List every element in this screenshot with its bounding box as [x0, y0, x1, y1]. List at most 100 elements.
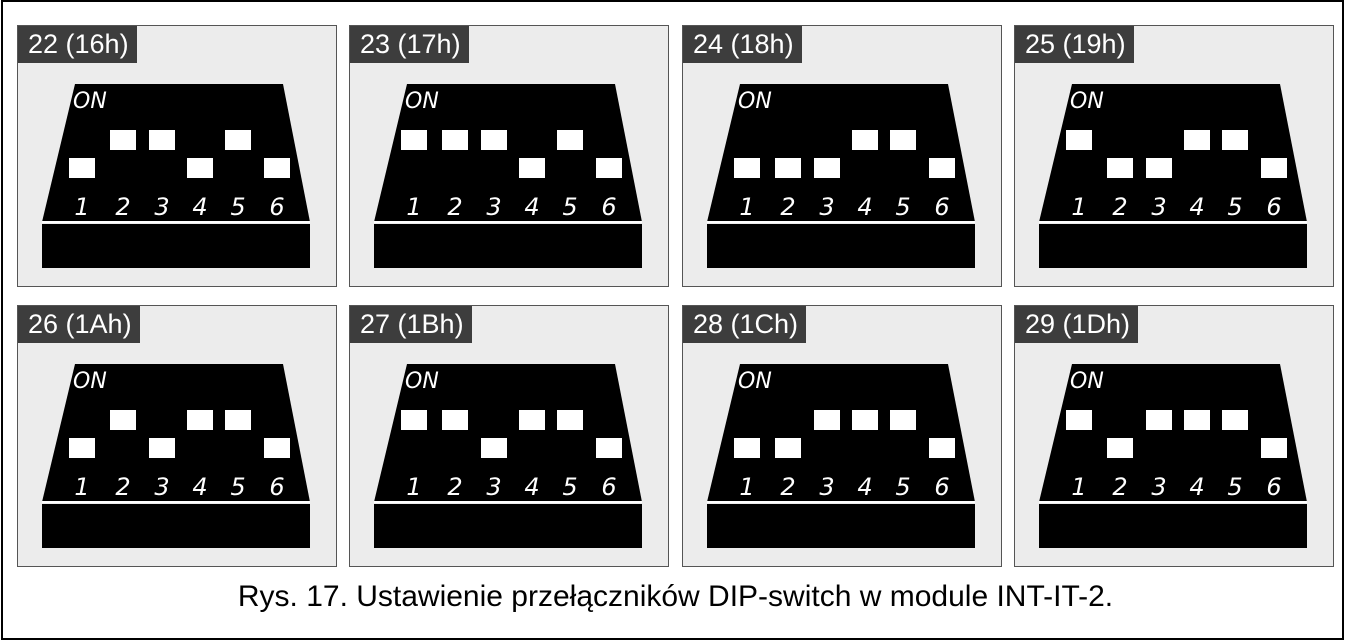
- switch-6-off: [264, 158, 290, 178]
- switch-number: 6: [934, 193, 949, 221]
- switch-housing-top: [1039, 84, 1307, 222]
- switch-6-off: [596, 438, 622, 458]
- switch-4-on: [1184, 410, 1210, 430]
- switch-2-off: [1107, 438, 1133, 458]
- switch-6-off: [929, 158, 955, 178]
- switch-housing-base: [374, 504, 642, 548]
- switch-number: 5: [230, 473, 245, 501]
- switch-number: 2: [1112, 193, 1127, 221]
- switch-2-on: [110, 130, 136, 150]
- switch-housing-base: [374, 224, 642, 268]
- switch-5-on: [225, 410, 251, 430]
- switch-4-off: [519, 158, 545, 178]
- switch-number: 5: [230, 193, 245, 221]
- on-label: ON: [738, 369, 772, 394]
- switch-number: 3: [154, 193, 169, 221]
- switch-6-off: [264, 438, 290, 458]
- switch-3-off: [1146, 158, 1172, 178]
- switch-4-on: [1184, 130, 1210, 150]
- switch-4-on: [852, 130, 878, 150]
- switch-number: 5: [1227, 473, 1242, 501]
- switch-housing-base: [1039, 224, 1307, 268]
- on-label: ON: [1070, 89, 1104, 114]
- switch-1-on: [401, 410, 427, 430]
- switch-number: 3: [819, 473, 834, 501]
- switch-number: 4: [1189, 193, 1204, 221]
- switch-number: 1: [1071, 193, 1086, 221]
- switch-number: 2: [780, 193, 795, 221]
- switch-5-on: [890, 410, 916, 430]
- switch-3-on: [1146, 410, 1172, 430]
- switch-number: 1: [739, 473, 754, 501]
- panel-address-label: 27 (1Bh): [350, 306, 472, 343]
- panel-address-label: 22 (16h): [18, 26, 137, 63]
- switch-3-on: [481, 130, 507, 150]
- panel-address-label: 29 (1Dh): [1015, 306, 1139, 343]
- switch-1-on: [1066, 410, 1092, 430]
- switch-housing-base: [42, 224, 310, 268]
- switch-3-off: [814, 158, 840, 178]
- switch-housing-top: [707, 364, 975, 502]
- switch-2-off: [775, 158, 801, 178]
- switch-number: 6: [1266, 193, 1281, 221]
- switch-number: 6: [601, 193, 616, 221]
- switch-3-off: [481, 438, 507, 458]
- switch-number: 4: [524, 473, 539, 501]
- switch-5-on: [225, 130, 251, 150]
- switch-number: 6: [269, 193, 284, 221]
- switch-number: 2: [780, 473, 795, 501]
- switch-5-on: [890, 130, 916, 150]
- switch-number: 2: [1112, 473, 1127, 501]
- on-label: ON: [405, 369, 439, 394]
- switch-number: 3: [486, 473, 501, 501]
- switch-5-on: [557, 130, 583, 150]
- switch-housing-top: [42, 364, 310, 502]
- switch-number: 5: [1227, 193, 1242, 221]
- switch-2-off: [775, 438, 801, 458]
- switch-2-on: [110, 410, 136, 430]
- switch-housing-top: [1039, 364, 1307, 502]
- switch-6-off: [929, 438, 955, 458]
- switch-number: 1: [1071, 473, 1086, 501]
- switch-housing-top: [707, 84, 975, 222]
- switch-number: 5: [562, 193, 577, 221]
- switch-5-on: [1222, 410, 1248, 430]
- switch-number: 1: [74, 193, 89, 221]
- switch-housing-base: [42, 504, 310, 548]
- switch-number: 4: [857, 193, 872, 221]
- on-label: ON: [738, 89, 772, 114]
- switch-housing-top: [374, 364, 642, 502]
- switch-number: 3: [486, 193, 501, 221]
- switch-5-on: [557, 410, 583, 430]
- switch-number: 5: [562, 473, 577, 501]
- on-label: ON: [1070, 369, 1104, 394]
- on-label: ON: [73, 89, 107, 114]
- switch-housing-base: [1039, 504, 1307, 548]
- switch-number: 1: [74, 473, 89, 501]
- switch-number: 2: [447, 473, 462, 501]
- switch-1-off: [734, 438, 760, 458]
- switch-6-off: [1261, 438, 1287, 458]
- panel-address-label: 25 (19h): [1015, 26, 1134, 63]
- switch-3-off: [149, 438, 175, 458]
- figure-caption: Rys. 17. Ustawienie przełączników DIP-sw…: [237, 580, 1114, 613]
- switch-number: 3: [819, 193, 834, 221]
- on-label: ON: [405, 89, 439, 114]
- switch-number: 3: [1151, 193, 1166, 221]
- switch-6-off: [596, 158, 622, 178]
- panel-address-label: 23 (17h): [350, 26, 469, 63]
- switch-number: 4: [857, 473, 872, 501]
- switch-housing-base: [707, 504, 975, 548]
- on-label: ON: [73, 369, 107, 394]
- switch-1-off: [734, 158, 760, 178]
